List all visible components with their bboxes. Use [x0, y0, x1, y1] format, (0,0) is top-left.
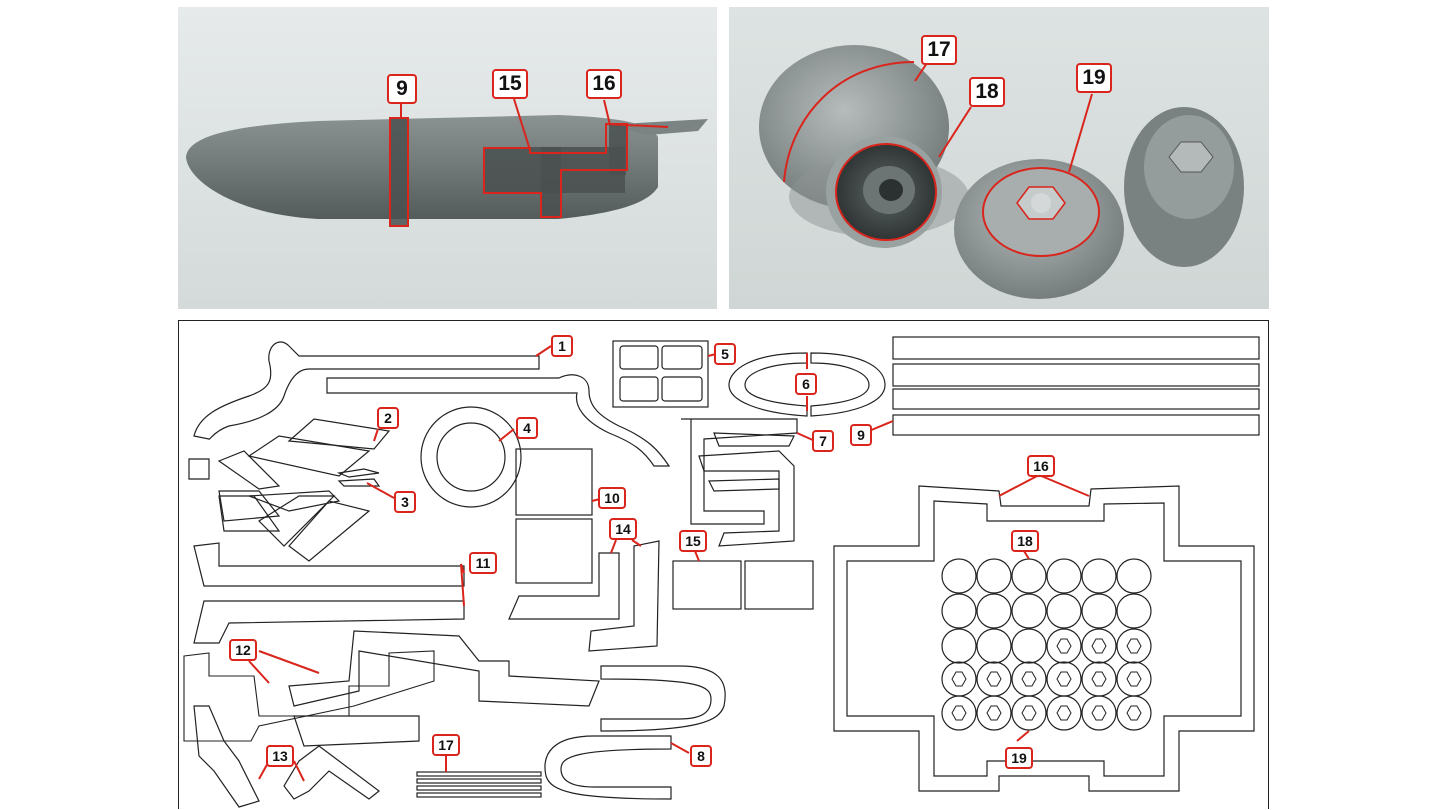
callout-10: 10	[598, 487, 626, 509]
callout-12: 12	[229, 639, 257, 661]
callout-15-sheet: 15	[679, 530, 707, 552]
callout-4: 4	[516, 417, 538, 439]
wheels-photo: 17 18 19	[729, 7, 1269, 309]
mask-sheet: 1 2 3 4 5 6 7 8 9 10 11 12 13 14 15 16 1…	[178, 320, 1269, 809]
callout-18-sheet: 18	[1011, 530, 1039, 552]
mask-sheet-outline	[183, 336, 1260, 808]
callout-7: 7	[812, 430, 834, 452]
callout-14: 14	[609, 518, 637, 540]
callout-9-sheet: 9	[850, 424, 872, 446]
callout-19-sheet: 19	[1005, 747, 1033, 769]
callout-1: 1	[551, 335, 573, 357]
callout-5: 5	[714, 343, 736, 365]
callout-6: 6	[795, 373, 817, 395]
callout-16: 16	[586, 69, 622, 99]
callout-2: 2	[377, 407, 399, 429]
callout-18: 18	[969, 77, 1005, 107]
callout-13: 13	[266, 745, 294, 767]
callout-17: 17	[921, 35, 957, 65]
callout-9: 9	[387, 74, 417, 104]
callout-8: 8	[690, 745, 712, 767]
callout-3: 3	[394, 491, 416, 513]
callout-16-sheet: 16	[1027, 455, 1055, 477]
callout-15: 15	[492, 69, 528, 99]
fuselage-photo: 9 15 16	[178, 7, 717, 309]
callout-17-sheet: 17	[432, 734, 460, 756]
fuselage-drawing	[186, 98, 708, 227]
callout-19: 19	[1076, 63, 1112, 93]
wheels-drawing	[759, 45, 1244, 299]
callout-11: 11	[469, 552, 497, 574]
